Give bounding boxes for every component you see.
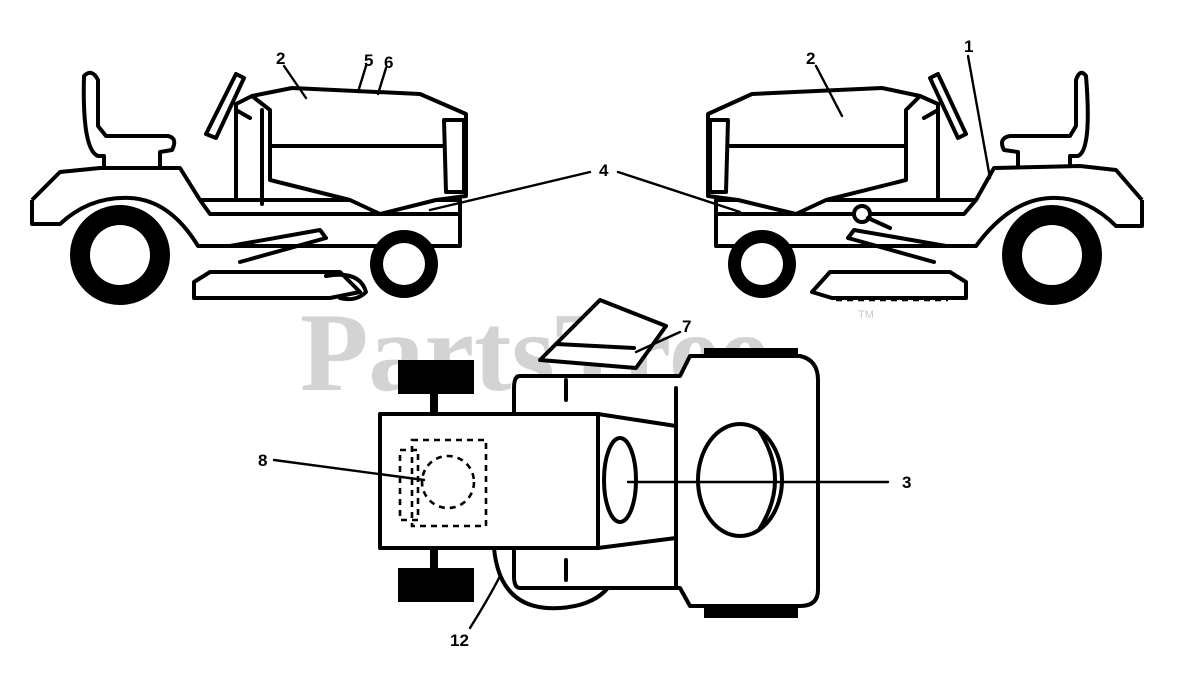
callout-7: 7 bbox=[682, 317, 691, 336]
front-tire-bottom bbox=[398, 568, 474, 602]
hood bbox=[706, 86, 922, 216]
hood bbox=[250, 86, 468, 216]
callout-2-right: 2 bbox=[806, 49, 815, 68]
rear-fender bbox=[30, 166, 462, 248]
grille bbox=[442, 118, 466, 194]
steering-wheel bbox=[928, 72, 968, 140]
leader-2-right bbox=[814, 64, 844, 118]
callout-12: 12 bbox=[450, 631, 469, 650]
callout-labels: 2 5 6 2 1 4 7 8 3 12 bbox=[258, 37, 973, 650]
engine-outline-b bbox=[410, 438, 488, 528]
steering-wheel-top bbox=[602, 436, 638, 524]
leader-1 bbox=[966, 54, 992, 180]
hood-top bbox=[378, 412, 600, 550]
front-wheel-hub bbox=[383, 243, 425, 285]
lever bbox=[866, 216, 892, 230]
callout-5: 5 bbox=[364, 51, 373, 70]
steering-column bbox=[922, 108, 940, 120]
axle-top bbox=[430, 394, 438, 414]
dash-panel bbox=[918, 94, 940, 202]
tractor-top-view bbox=[378, 298, 820, 618]
tractor-right-side-view bbox=[706, 70, 1144, 305]
dash-panel bbox=[234, 94, 264, 206]
callout-1: 1 bbox=[964, 37, 973, 56]
seat-outline bbox=[81, 70, 177, 170]
mower-deck bbox=[810, 270, 968, 300]
pedal bbox=[228, 228, 328, 264]
chute-line bbox=[554, 342, 636, 350]
callout-4: 4 bbox=[599, 161, 609, 180]
leader-lines bbox=[272, 54, 992, 630]
seat-top bbox=[696, 422, 784, 538]
front-wheel-hub bbox=[741, 243, 783, 285]
discharge-chute bbox=[538, 298, 668, 370]
front-tire-top bbox=[398, 360, 474, 394]
callout-6: 6 bbox=[384, 53, 393, 72]
callout-8: 8 bbox=[258, 451, 267, 470]
seat-outline bbox=[1000, 70, 1090, 170]
steering-wheel bbox=[204, 72, 246, 140]
seat-back bbox=[758, 430, 777, 530]
deck-chute bbox=[324, 272, 368, 302]
leader-6 bbox=[376, 66, 388, 96]
leader-4-left bbox=[428, 170, 592, 212]
leader-7 bbox=[634, 330, 682, 354]
leader-4-right bbox=[616, 170, 742, 214]
callout-3: 3 bbox=[902, 473, 911, 492]
rear-wheel-hub bbox=[1022, 225, 1082, 285]
axle-bottom bbox=[430, 548, 438, 568]
leader-5 bbox=[356, 64, 368, 94]
leader-2-left bbox=[282, 64, 308, 100]
grille bbox=[708, 118, 730, 194]
steering-column bbox=[234, 108, 252, 120]
watermark-trademark: TM bbox=[858, 309, 874, 321]
rear-fender bbox=[714, 164, 1144, 248]
engine-air-filter bbox=[420, 454, 476, 510]
mower-deck bbox=[192, 270, 362, 300]
tractor-left-side-view bbox=[30, 70, 468, 305]
leader-12 bbox=[468, 574, 502, 630]
leader-8 bbox=[272, 458, 426, 482]
pedal bbox=[846, 228, 948, 264]
rear-wheel-hub bbox=[90, 225, 150, 285]
callout-2-left: 2 bbox=[276, 49, 285, 68]
